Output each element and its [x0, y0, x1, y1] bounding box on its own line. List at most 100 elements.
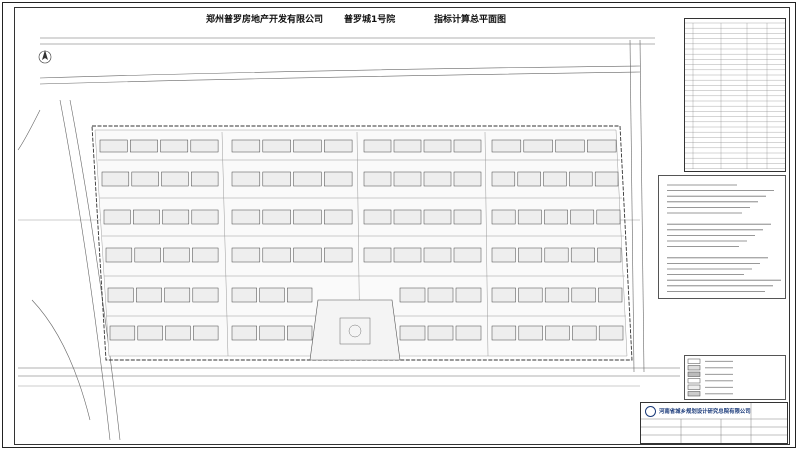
building-block[interactable]: [136, 287, 162, 303]
building-block[interactable]: [393, 247, 422, 263]
building-block[interactable]: [517, 171, 541, 187]
building-block[interactable]: [287, 325, 313, 341]
building-block[interactable]: [491, 209, 516, 225]
building-block[interactable]: [231, 287, 257, 303]
building-block[interactable]: [423, 247, 452, 263]
building-block[interactable]: [161, 171, 189, 187]
building-block[interactable]: [363, 247, 392, 263]
building-block[interactable]: [231, 139, 261, 153]
building-block[interactable]: [133, 209, 160, 225]
building-block[interactable]: [523, 139, 553, 153]
residential-buildings[interactable]: [99, 139, 624, 341]
building-block[interactable]: [427, 325, 454, 341]
building-block[interactable]: [598, 325, 624, 341]
building-block[interactable]: [570, 247, 595, 263]
building-block[interactable]: [162, 209, 190, 225]
building-block[interactable]: [259, 287, 285, 303]
building-block[interactable]: [423, 171, 452, 187]
building-block[interactable]: [262, 139, 291, 153]
building-block[interactable]: [491, 325, 517, 341]
building-block[interactable]: [190, 139, 219, 153]
building-block[interactable]: [363, 209, 392, 225]
building-block[interactable]: [453, 247, 482, 263]
building-block[interactable]: [571, 287, 596, 303]
building-block[interactable]: [231, 325, 257, 341]
building-block[interactable]: [597, 247, 622, 263]
building-block[interactable]: [518, 325, 543, 341]
building-block[interactable]: [518, 247, 543, 263]
building-block[interactable]: [324, 247, 353, 263]
building-block[interactable]: [165, 325, 191, 341]
building-block[interactable]: [262, 209, 291, 225]
building-block[interactable]: [598, 287, 623, 303]
building-block[interactable]: [587, 139, 617, 153]
entrance-plaza[interactable]: [309, 299, 401, 361]
building-block[interactable]: [455, 325, 482, 341]
building-block[interactable]: [570, 209, 595, 225]
building-block[interactable]: [491, 247, 516, 263]
building-block[interactable]: [164, 287, 191, 303]
building-block[interactable]: [453, 139, 482, 153]
building-block[interactable]: [517, 209, 542, 225]
building-block[interactable]: [423, 139, 452, 153]
building-block[interactable]: [163, 247, 190, 263]
building-block[interactable]: [191, 209, 219, 225]
building-block[interactable]: [491, 139, 522, 153]
building-block[interactable]: [103, 209, 131, 225]
building-block[interactable]: [109, 325, 136, 341]
building-block[interactable]: [293, 209, 322, 225]
building-block[interactable]: [137, 325, 163, 341]
building-block[interactable]: [393, 171, 422, 187]
building-block[interactable]: [399, 325, 426, 341]
building-block[interactable]: [293, 171, 322, 187]
building-block[interactable]: [293, 247, 322, 263]
building-block[interactable]: [324, 139, 353, 153]
building-block[interactable]: [130, 139, 158, 153]
building-block[interactable]: [101, 171, 130, 187]
building-block[interactable]: [293, 139, 322, 153]
building-block[interactable]: [543, 171, 567, 187]
building-block[interactable]: [393, 139, 422, 153]
building-block[interactable]: [231, 247, 261, 263]
building-block[interactable]: [572, 325, 597, 341]
building-block[interactable]: [287, 287, 313, 303]
building-block[interactable]: [594, 171, 619, 187]
building-block[interactable]: [555, 139, 585, 153]
building-block[interactable]: [105, 247, 133, 263]
building-block[interactable]: [545, 325, 570, 341]
building-block[interactable]: [453, 171, 482, 187]
building-block[interactable]: [491, 171, 516, 187]
building-block[interactable]: [399, 287, 426, 303]
building-block[interactable]: [192, 247, 219, 263]
building-block[interactable]: [160, 139, 189, 153]
building-block[interactable]: [544, 247, 569, 263]
building-block[interactable]: [491, 287, 516, 303]
building-block[interactable]: [569, 171, 593, 187]
building-block[interactable]: [262, 171, 291, 187]
building-block[interactable]: [544, 209, 568, 225]
building-block[interactable]: [99, 139, 128, 153]
building-block[interactable]: [231, 171, 261, 187]
building-block[interactable]: [453, 209, 482, 225]
building-block[interactable]: [192, 287, 219, 303]
building-block[interactable]: [259, 325, 285, 341]
building-block[interactable]: [596, 209, 621, 225]
building-block[interactable]: [262, 247, 291, 263]
building-block[interactable]: [518, 287, 543, 303]
building-block[interactable]: [324, 171, 353, 187]
building-block[interactable]: [427, 287, 454, 303]
building-block[interactable]: [363, 171, 392, 187]
building-block[interactable]: [107, 287, 134, 303]
building-block[interactable]: [134, 247, 161, 263]
building-block[interactable]: [455, 287, 482, 303]
building-block[interactable]: [191, 171, 219, 187]
building-block[interactable]: [193, 325, 219, 341]
building-block[interactable]: [131, 171, 159, 187]
building-block[interactable]: [231, 209, 261, 225]
building-block[interactable]: [363, 139, 392, 153]
building-block[interactable]: [544, 287, 570, 303]
building-block[interactable]: [324, 209, 353, 225]
building-block[interactable]: [393, 209, 422, 225]
building-block[interactable]: [423, 209, 452, 225]
